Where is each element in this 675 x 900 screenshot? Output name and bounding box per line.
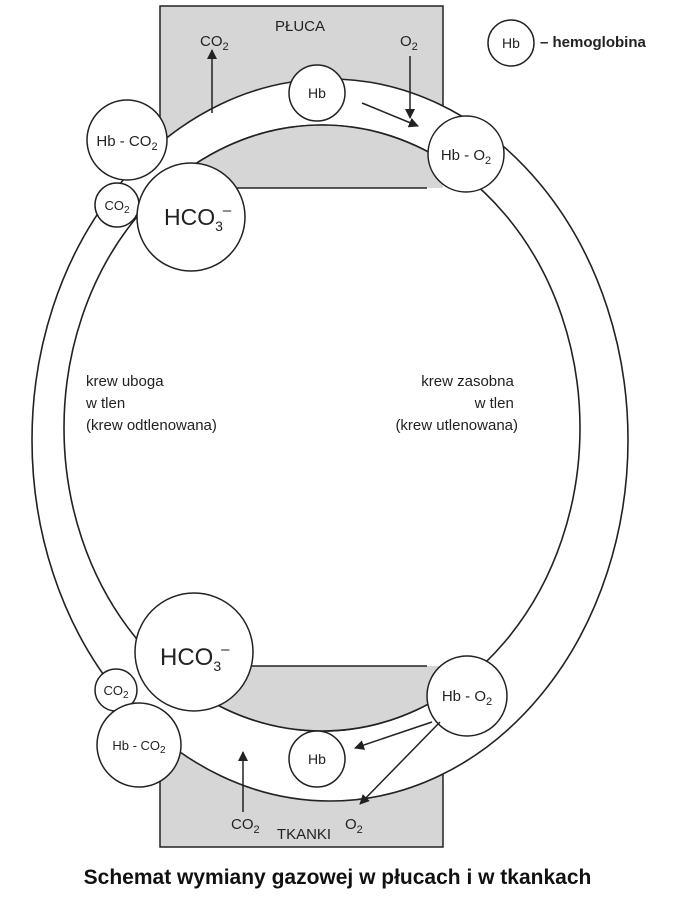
o2-out-arrow-bottom: [359, 721, 441, 805]
legend-hb-symbol: Hb: [502, 35, 520, 51]
hco3-label-top: HCO3–: [164, 202, 232, 234]
o2-bottom-label: O2: [345, 816, 363, 836]
legend-hb-circle: [487, 19, 535, 67]
hco3-circle-top: [136, 162, 246, 272]
co2-bottom-label: CO2: [231, 816, 260, 836]
hb-co2-label-top: Hb - CO2: [96, 133, 157, 153]
hb-o2-circle-bottom: [426, 655, 508, 737]
diagram-caption: Schemat wymiany gazowej w płucach i w tk…: [83, 866, 592, 889]
hb-o2-label-bottom: Hb - O2: [442, 688, 492, 708]
oxygenated-blood-label: krew zasobna w tlen (krew utlenowana): [395, 373, 518, 434]
lungs-label: PŁUCA: [275, 18, 325, 35]
o2-top-label: O2: [400, 33, 418, 53]
hb-to-hbo2-arrow: [361, 102, 419, 128]
hb-label-bottom: Hb: [308, 751, 326, 767]
hbo2-to-hb-arrow: [354, 721, 433, 750]
co2-label-circle-top: CO2: [104, 198, 130, 216]
hb-circle-top: [288, 64, 346, 122]
hco3-circle-bottom: [134, 592, 254, 712]
hb-circle-bottom: [288, 730, 346, 788]
hb-label-top: Hb: [308, 85, 326, 101]
hb-co2-circle-top: [86, 99, 168, 181]
hb-o2-label-top: Hb - O2: [441, 147, 491, 167]
co2-label-circle-bottom: CO2: [103, 683, 129, 701]
deoxygenated-blood-label: krew uboga w tlen (krew odtlenowana): [85, 373, 217, 434]
tissues-label: TKANKI: [277, 826, 331, 843]
hco3-label-bottom: HCO3–: [160, 641, 230, 674]
co2-top-label: CO2: [200, 33, 229, 53]
lungs-inner-lens: [163, 124, 443, 188]
legend-text: – hemoglobina: [540, 34, 647, 51]
hb-co2-label-bottom: Hb - CO2: [112, 738, 166, 756]
hb-co2-circle-bottom: [96, 702, 182, 788]
hb-o2-circle-top: [427, 115, 505, 193]
